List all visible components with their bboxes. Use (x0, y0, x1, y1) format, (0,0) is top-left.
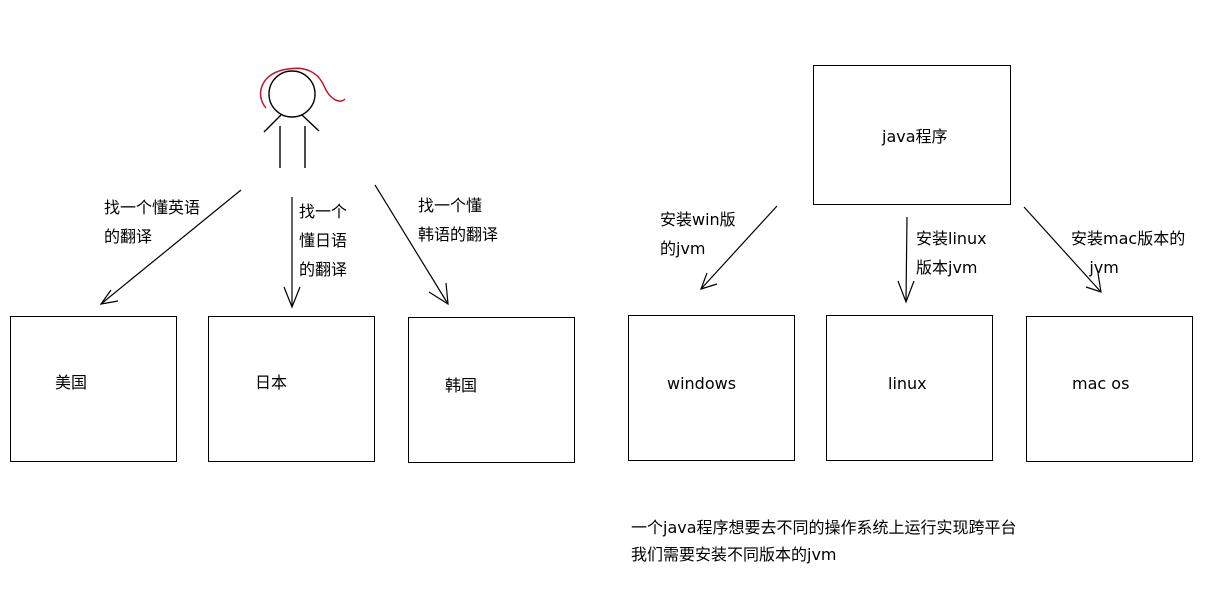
label-line: 安装mac版本的 (1071, 229, 1186, 248)
arrow-to-macos (1023, 206, 1102, 293)
arrow-to-usa (99, 189, 242, 305)
label-line: 的jvm (660, 239, 706, 258)
country-box-japan: 日本 (208, 316, 375, 462)
person-hair (259, 67, 346, 109)
arrow-label-korean: 找一个懂 韩语的翻译 (418, 191, 498, 249)
label-line: 找一个 (299, 202, 348, 221)
country-label-japan: 日本 (255, 373, 288, 392)
label-line: 的翻译 (104, 227, 153, 246)
country-label-usa: 美国 (55, 373, 88, 392)
java-program-box: java程序 (813, 65, 1011, 205)
label-line: jvm (1089, 258, 1119, 277)
label-line: 韩语的翻译 (418, 225, 499, 244)
os-box-macos: mac os (1026, 316, 1193, 462)
arrow-to-windows (700, 205, 778, 290)
os-label-windows: windows (667, 374, 737, 393)
arrow-label-japanese: 找一个 懂日语 的翻译 (299, 197, 347, 284)
person-right-arm (301, 114, 320, 132)
country-box-korea: 韩国 (408, 317, 575, 463)
label-line: 安装win版 (660, 210, 736, 229)
arrow-label-windows-jvm: 安装win版 的jvm (660, 205, 736, 263)
os-box-windows: windows (628, 315, 795, 461)
note-line: 我们需要安装不同版本的jvm (631, 545, 837, 564)
label-line: 懂日语 (299, 231, 348, 250)
label-line: 的翻译 (299, 260, 348, 279)
label-line: 安装linux (916, 229, 987, 248)
label-line: 版本jvm (916, 258, 978, 277)
os-label-macos: mac os (1072, 374, 1130, 393)
person-head (268, 70, 316, 118)
arrow-label-mac-jvm: 安装mac版本的 jvm (1071, 224, 1185, 282)
country-label-korea: 韩国 (445, 376, 478, 395)
person-left-arm (263, 114, 282, 133)
person-figure (263, 70, 320, 168)
os-box-linux: linux (826, 315, 993, 461)
arrow-label-english: 找一个懂英语 的翻译 (104, 193, 200, 251)
arrow-label-linux-jvm: 安装linux 版本jvm (916, 224, 987, 282)
right-arrows (700, 205, 1102, 304)
arrow-to-linux (897, 216, 915, 304)
explanation-note: 一个java程序想要去不同的操作系统上运行实现跨平台 我们需要安装不同版本的jv… (631, 514, 1017, 568)
left-arrows (99, 184, 449, 309)
arrow-to-korea (374, 184, 449, 306)
country-box-usa: 美国 (10, 316, 177, 462)
os-label-linux: linux (888, 374, 927, 393)
java-program-label: java程序 (882, 127, 948, 146)
label-line: 找一个懂 (418, 196, 483, 215)
arrow-to-japan (283, 197, 301, 309)
note-line: 一个java程序想要去不同的操作系统上运行实现跨平台 (631, 518, 1017, 537)
label-line: 找一个懂英语 (104, 198, 201, 217)
